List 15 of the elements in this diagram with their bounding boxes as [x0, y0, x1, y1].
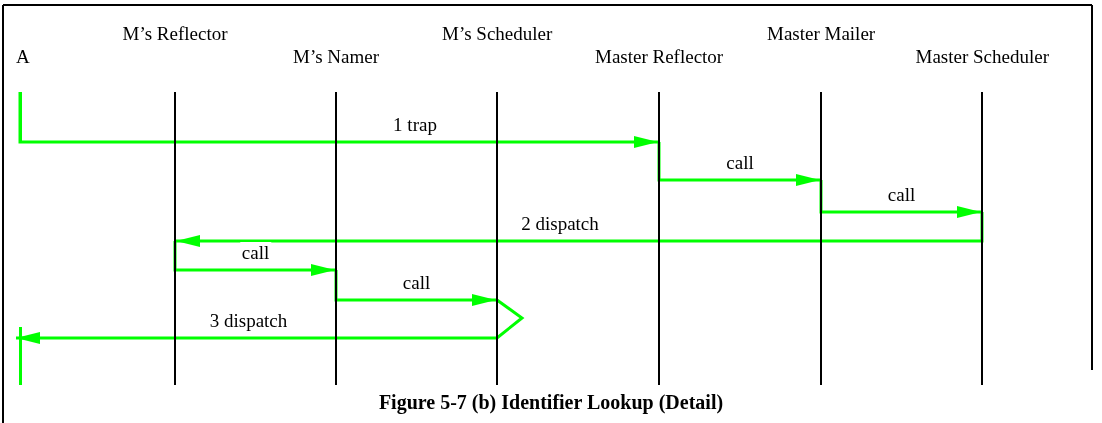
lifeline-label: M’s Scheduler — [442, 23, 553, 45]
message-arrow — [657, 142, 820, 186]
message-arrow — [819, 180, 981, 218]
lifeline-label: A — [16, 46, 30, 68]
message-arrow — [334, 270, 496, 306]
message-arrow — [16, 298, 525, 344]
lifeline-label: M’s Namer — [293, 46, 379, 68]
message-arrow — [173, 241, 335, 276]
message-arrow — [176, 212, 984, 247]
lifeline-label: Master Reflector — [595, 46, 724, 68]
lifeline-label: Master Mailer — [767, 23, 876, 45]
message-arrow — [18, 92, 658, 148]
lifeline-label: Master Scheduler — [915, 46, 1049, 68]
figure-caption: Figure 5-7 (b) Identifier Lookup (Detail) — [378, 390, 724, 414]
lifeline-label: M’s Reflector — [122, 23, 228, 45]
